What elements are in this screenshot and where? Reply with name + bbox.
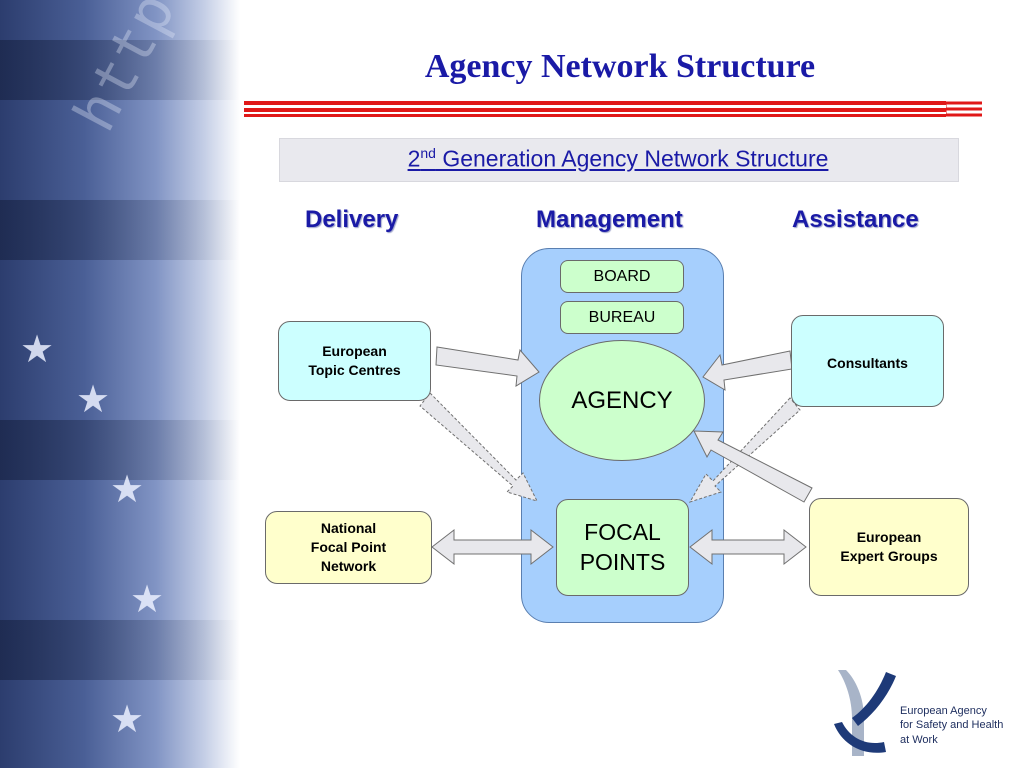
- decorative-streak: [0, 200, 240, 260]
- arrow-focal-points-expert-groups: [689, 528, 807, 566]
- star-icon: ★: [110, 697, 145, 741]
- decorative-streak: [0, 620, 240, 680]
- arrow-consultants-to-agency: [702, 350, 793, 391]
- logo-wordmark: European Agency for Safety and Health at…: [900, 705, 1004, 746]
- decorative-background-panel: http://www ★ ★ ★ ★ ★: [0, 0, 240, 768]
- title-rule: [244, 101, 982, 117]
- column-heading-delivery: Delivery: [305, 206, 399, 233]
- decorative-streak: [0, 40, 240, 100]
- agency-logo: [834, 670, 896, 756]
- diagram-subtitle: 2nd Generation Agency Network Structure: [407, 145, 829, 172]
- arrow-expert-groups-to-agency: [693, 430, 813, 503]
- page-title: Agency Network Structure: [424, 48, 816, 85]
- column-heading-management: Management: [536, 206, 683, 233]
- decorative-streak: [0, 420, 240, 480]
- column-heading-assistance: Assistance: [792, 206, 919, 233]
- arrow-national-network-focal-points: [431, 528, 554, 566]
- national-focal-point-network-node: National Focal Point Network: [265, 511, 432, 584]
- board-node: BOARD: [560, 260, 684, 293]
- arrow-consultants-to-focal-points: [688, 397, 801, 503]
- star-icon: ★: [76, 377, 111, 421]
- focal-points-node: FOCAL POINTS: [556, 499, 689, 596]
- bureau-node: BUREAU: [560, 301, 684, 334]
- european-topic-centres-node: European Topic Centres: [278, 321, 431, 401]
- subtitle-banner: [279, 138, 959, 182]
- arrow-topic-centres-to-agency: [435, 346, 540, 387]
- star-icon: ★: [130, 577, 165, 621]
- consultants-node: Consultants: [791, 315, 944, 407]
- european-expert-groups-node: European Expert Groups: [809, 498, 969, 596]
- star-icon: ★: [20, 327, 55, 371]
- agency-node: AGENCY: [539, 340, 705, 461]
- arrow-topic-centres-to-focal-points: [419, 392, 538, 502]
- star-icon: ★: [110, 467, 145, 511]
